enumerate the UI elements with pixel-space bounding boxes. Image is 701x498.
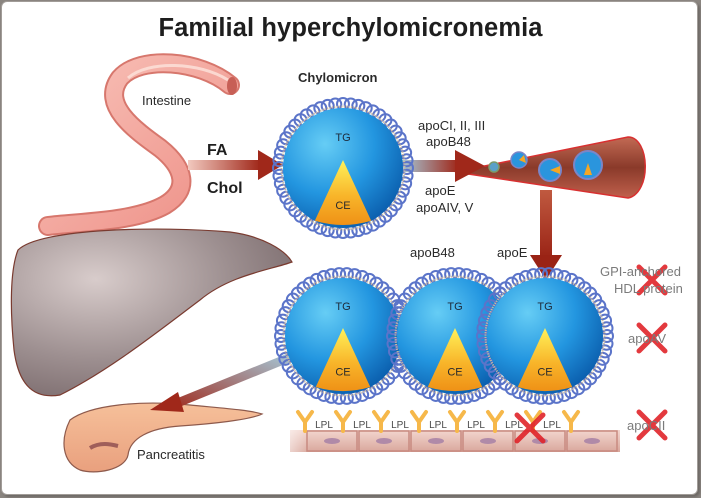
ce-label: CE [537, 366, 552, 378]
lpl-label: LPL [467, 420, 485, 431]
deficiency-gpihbp1-line1: GPI-anchored [600, 264, 681, 279]
endothelial-cell [410, 430, 462, 452]
deficiency-gpihbp1-line2: HDL protein [614, 281, 683, 296]
ce-core [315, 328, 371, 392]
gpihbp1-receptor [372, 410, 390, 433]
lpl-label: LPL [543, 420, 561, 431]
cell-nucleus [324, 438, 340, 444]
chol-label: Chol [207, 180, 243, 197]
endothelium [270, 430, 620, 452]
ce-label: CE [335, 200, 350, 212]
gpihbp1-receptor [448, 410, 466, 433]
lpl-label: LPL [429, 420, 447, 431]
lpl-label: LPL [505, 420, 523, 431]
ce-core [314, 160, 372, 225]
gpihbp1-receptor [410, 410, 428, 433]
ce-label: CE [447, 366, 462, 378]
down-arrow [530, 190, 562, 280]
apo-bottom-1: apoE [425, 183, 456, 198]
tg-label: TG [447, 301, 462, 313]
intestine-label: Intestine [142, 93, 192, 108]
pancreatitis-label: Pancreatitis [137, 447, 205, 462]
cross-icon [636, 264, 668, 296]
lpl-label: LPL [353, 420, 371, 431]
endothelial-cell [306, 430, 358, 452]
cell-nucleus [480, 438, 496, 444]
cross-icon [514, 412, 546, 444]
deficiency-apoav: apoAV [628, 331, 667, 346]
cluster-apoe-label: apoE [497, 245, 528, 260]
tg-label: TG [537, 301, 552, 313]
endothelial-cell [358, 430, 410, 452]
page-title: Familial hyperchylomicronemia [158, 14, 543, 42]
gpihbp1-receptor [334, 410, 352, 433]
tg-label: TG [335, 132, 350, 144]
fa-label: FA [207, 142, 228, 159]
chylomicron-label: Chylomicron [298, 70, 378, 85]
cross-icon [636, 409, 668, 441]
apo-top-2: apoB48 [426, 134, 471, 149]
tg-label: TG [335, 301, 350, 313]
liver-illustration [10, 228, 293, 397]
chylomicron-particle: TG CE [272, 97, 414, 239]
lpl-label: LPL [391, 420, 409, 431]
gpihbp1-receptor [562, 410, 580, 433]
ce-label: CE [335, 366, 350, 378]
cluster-particle-3: TG CE [476, 267, 614, 405]
endothelial-cell [462, 430, 514, 452]
cell-nucleus [428, 438, 444, 444]
gpihbp1-receptor [296, 410, 314, 433]
gpihbp1-receptor [486, 410, 504, 433]
apo-bottom-2: apoAIV, V [416, 200, 474, 215]
cell-nucleus [584, 438, 600, 444]
cluster-particle-1: TG CE [274, 267, 412, 405]
endothelial-cell [566, 430, 618, 452]
deficiency-apocii: apoCII [627, 418, 666, 433]
cell-nucleus [376, 438, 392, 444]
pancreatitis-arrow [150, 350, 300, 412]
lpl-label: LPL [315, 420, 333, 431]
cross-icon [636, 322, 668, 354]
ce-core [517, 328, 573, 392]
ce-core [427, 328, 483, 392]
absorption-arrow [188, 150, 283, 180]
blood-vessel [454, 136, 646, 199]
apo-top-1: apoCI, II, III [418, 118, 486, 133]
cluster-apob48-label: apoB48 [410, 245, 455, 260]
intestine-illustration [38, 53, 240, 236]
